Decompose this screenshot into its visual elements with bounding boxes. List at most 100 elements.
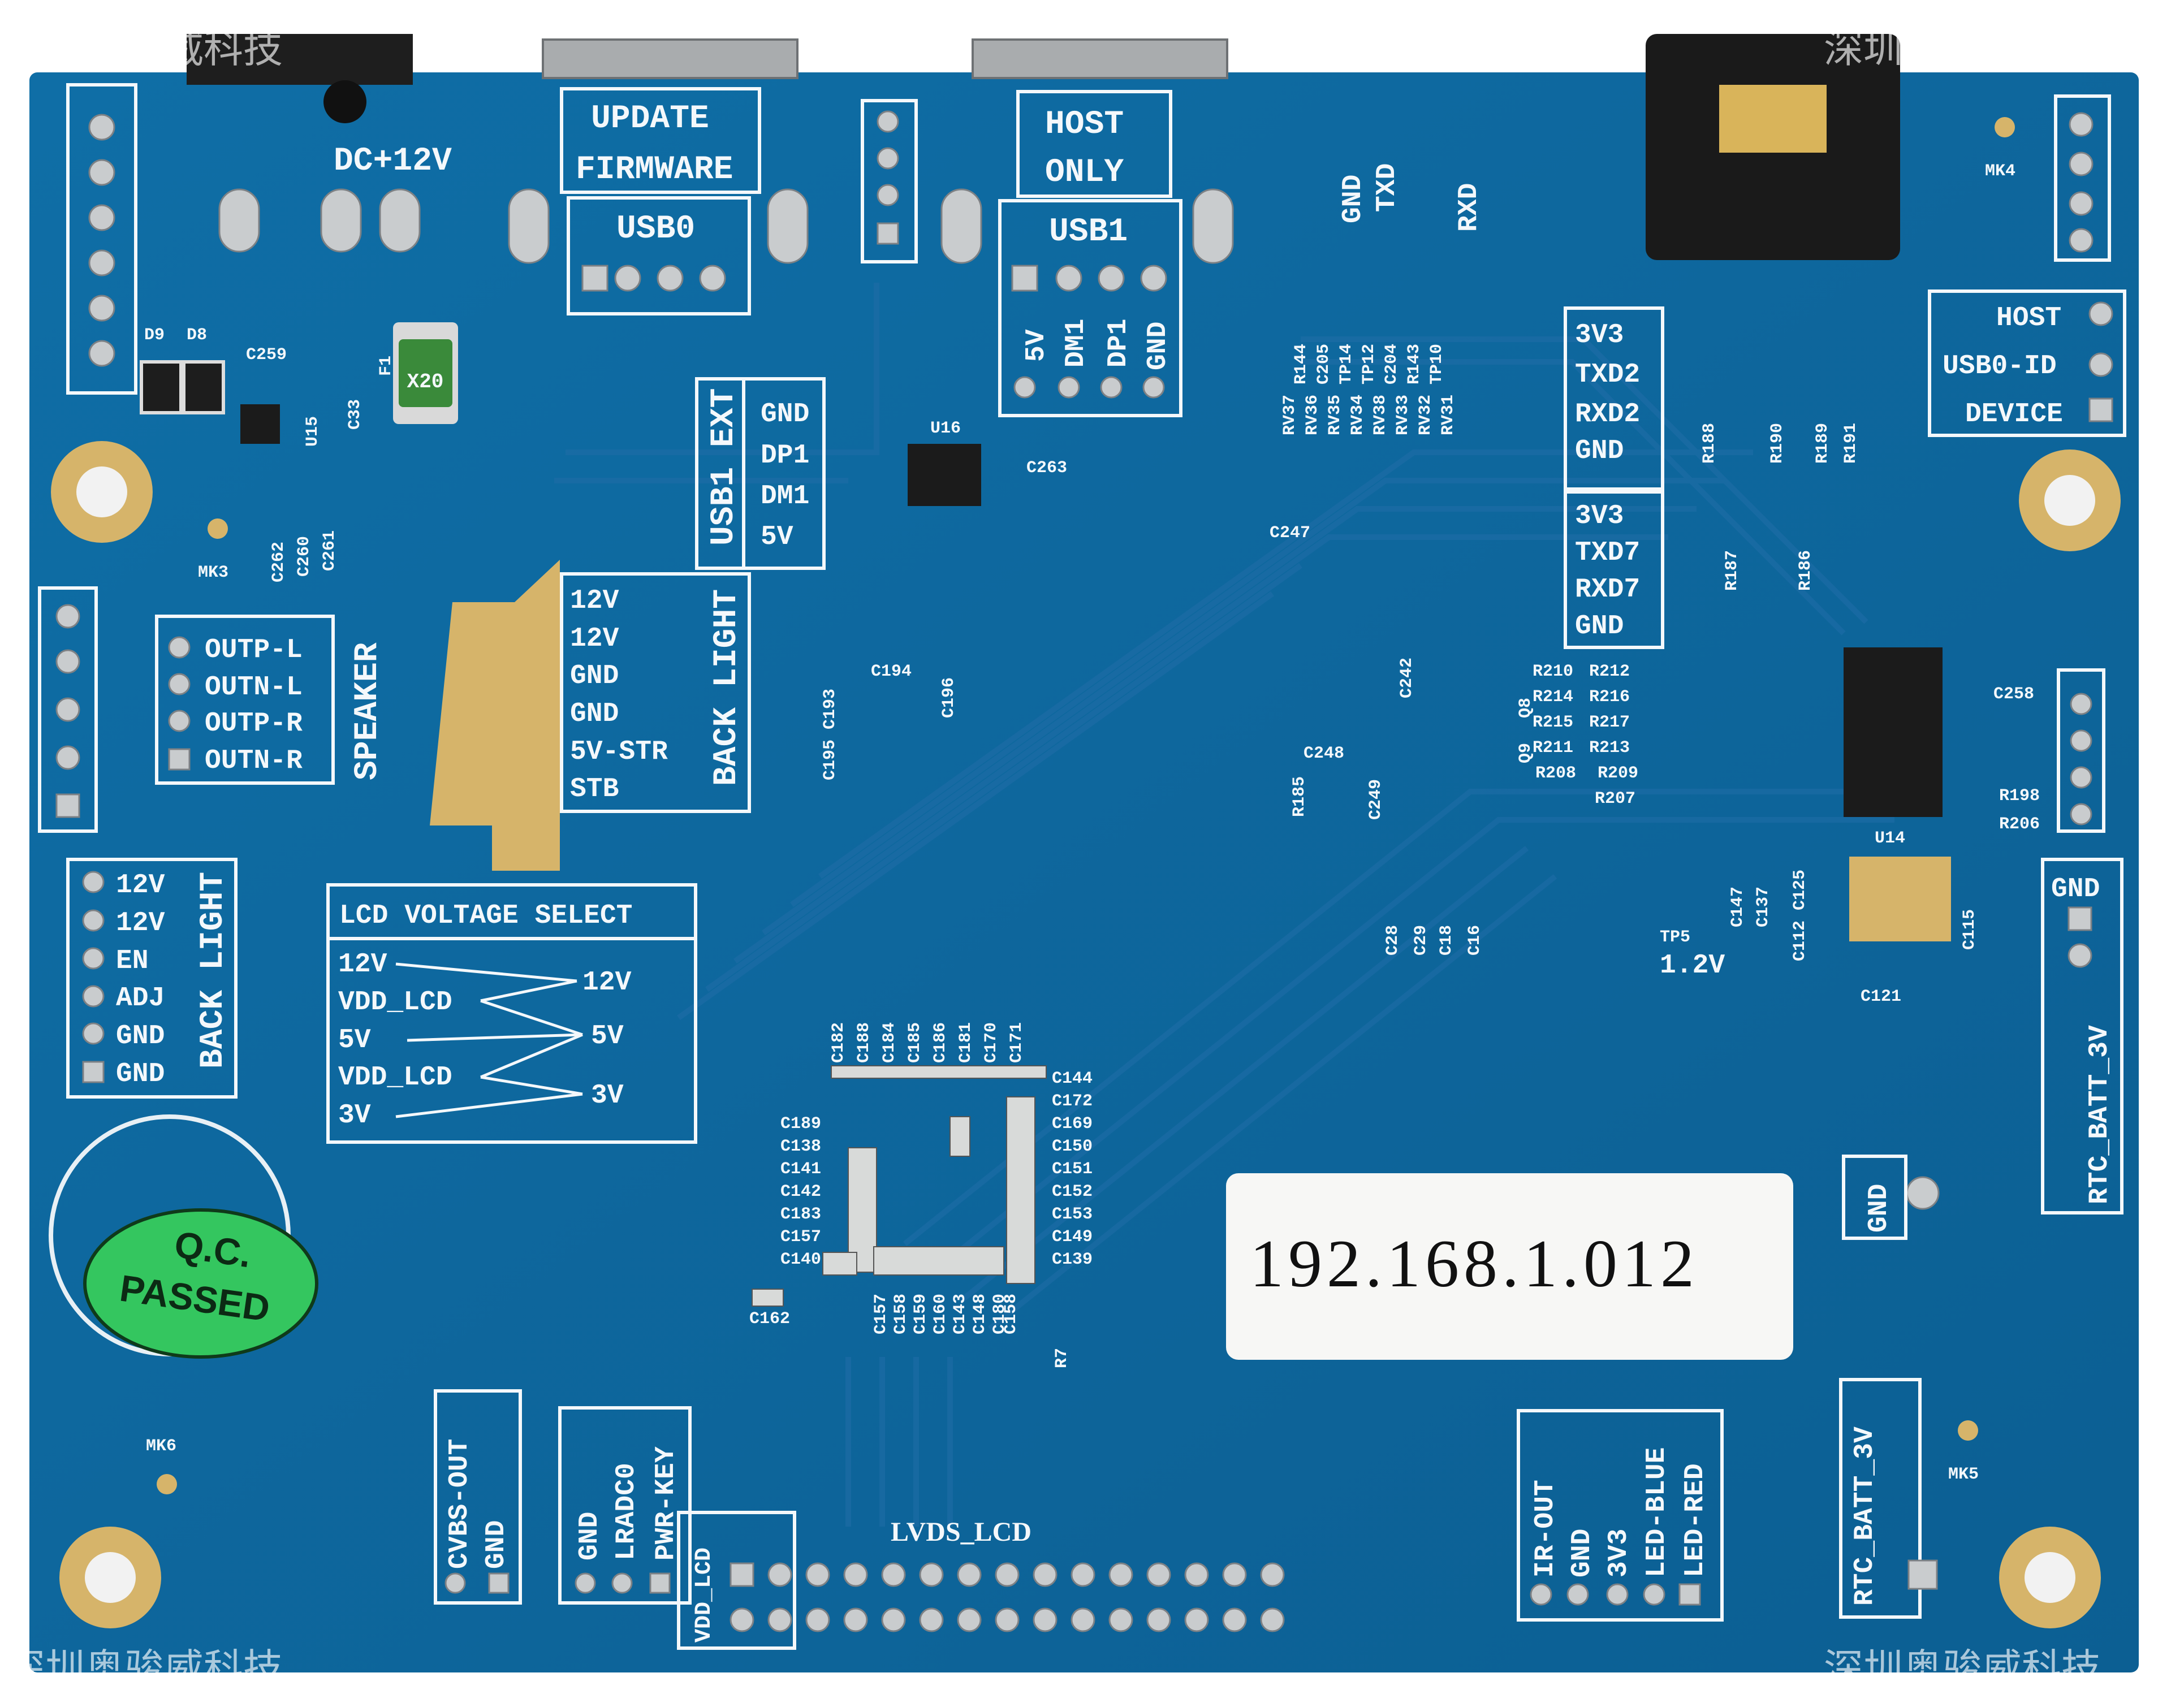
svg-text:VDD_LCD: VDD_LCD [338,1062,452,1093]
rtc-box [2041,858,2123,1214]
svg-text:C147: C147 [1728,887,1747,927]
svg-text:MK3: MK3 [198,563,228,582]
usb1-pin-labels: 5V DM1 DP1 GND [1021,319,1173,370]
svg-text:RTC_BATT_3V: RTC_BATT_3V [1850,1427,1880,1606]
lvds-pin [881,1562,906,1587]
uart7-box [1564,487,1664,649]
svg-text:C194: C194 [871,662,912,681]
lvds-pin [1071,1562,1095,1587]
designator-label: C189 [780,1114,821,1134]
designator-label: C141 [780,1160,821,1179]
marker-labels: MK3 MK4 MK5 MK6 [146,117,2015,1494]
designator-label: R217 [1589,713,1630,732]
svg-text:5V: 5V [591,1021,624,1052]
designator-label: C153 [1052,1205,1093,1224]
svg-text:C247: C247 [1270,524,1310,543]
fuse-f1-body [399,339,452,407]
svg-text:5V-STR: 5V-STR [570,737,668,767]
svg-text:R188: R188 [1700,423,1719,464]
svg-text:GND: GND [570,661,619,691]
svg-text:OUTN-L: OUTN-L [205,672,303,703]
svg-text:RXD: RXD [1454,183,1484,232]
designator-label: C185 [905,1022,925,1063]
designator-label: C150 [1052,1137,1093,1156]
svg-text:C262: C262 [269,542,288,582]
svg-text:C196: C196 [939,677,959,718]
lvds-pin [730,1607,754,1632]
designator-label: C180 [990,1294,1009,1334]
backlight-mid-title: BACK LIGHT [709,589,745,786]
svg-text:C112: C112 [1790,920,1810,961]
svg-text:LVDS_LCD: LVDS_LCD [891,1517,1031,1547]
svg-text:3V3: 3V3 [1604,1529,1634,1577]
uart-top-labels: GND TXD RXD [1338,163,1484,232]
watermark-top-right: 深圳奥骏威科技 [1824,25,2101,72]
exposed-copper-area [430,560,560,871]
svg-text:C33: C33 [346,399,365,430]
ip-label-text: 192.168.1.012 [1250,1226,1699,1301]
rtc-bottom-box [1839,1378,1922,1619]
svg-text:12V: 12V [116,908,165,939]
svg-text:USB0-ID: USB0-ID [1943,351,2057,382]
svg-text:GND: GND [570,699,619,729]
designator-label: R212 [1589,662,1630,681]
svg-text:OUTP-L: OUTP-L [205,635,303,665]
usb1-ext-box-inner [742,377,826,570]
lvds-pin [957,1562,982,1587]
svg-text:GND: GND [1864,1184,1894,1233]
svg-text:CVBS-OUT: CVBS-OUT [444,1439,475,1569]
left-header-box2 [38,586,98,833]
designator-label: RV37 [1280,395,1300,435]
mid-header-box [861,99,918,263]
dc-input-label: DC+12V [334,143,452,180]
svg-text:12V: 12V [338,949,387,980]
svg-text:3V3: 3V3 [1575,320,1624,351]
designator-label: R210 [1533,662,1573,681]
right-header-box [2054,94,2111,262]
backlight-mid-pins: 12V 12V GND GND 5V-STR STB [570,586,668,805]
designator-label: C171 [1007,1022,1026,1063]
component-designators: D9 D8 C259 F1 U15 C33 C262 C260 C261 U16… [144,326,2040,1368]
svg-text:GND: GND [1143,322,1173,370]
designator-label: C157 [871,1294,891,1334]
lvds-pin [957,1607,982,1632]
lvds-pin [730,1562,754,1587]
svg-text:C193: C193 [821,689,840,729]
usb1-label-box [998,199,1182,417]
designator-label: R208 [1535,764,1576,783]
designator-label: R215 [1533,713,1573,732]
left-header-box [66,83,137,395]
fuse-f1-label: X20 [407,370,444,394]
qc-passed-sticker [83,1208,318,1359]
designator-label: C140 [780,1250,821,1269]
svg-text:12V: 12V [116,870,165,901]
svg-text:LED-BLUE: LED-BLUE [1642,1447,1672,1577]
svg-text:C162: C162 [749,1309,790,1329]
lvds-pin [995,1562,1020,1587]
svg-text:MK5: MK5 [1948,1465,1979,1484]
svg-text:GND: GND [575,1512,605,1561]
tp5-label: TP5 [1660,928,1690,947]
designator-label: C158 [891,1294,910,1334]
designator-label: R213 [1589,738,1630,758]
backlight-mid-box [560,572,751,813]
designator-label: C142 [780,1182,821,1201]
designator-label: C169 [1052,1114,1093,1134]
svg-text:OUTP-R: OUTP-R [205,708,303,739]
svg-text:R186: R186 [1796,550,1815,591]
svg-text:C258: C258 [1993,685,2034,704]
lvds-pin [1146,1607,1171,1632]
svg-text:GND: GND [116,1059,165,1090]
svg-text:GND: GND [761,399,809,430]
svg-text:R189: R189 [1813,423,1832,464]
svg-text:Q8: Q8 [1516,698,1535,718]
svg-text:C158: C158 [1002,1294,1021,1334]
usb1-ext-pins: GND DP1 DM1 5V [761,399,809,552]
ic-u14 [1844,647,1943,817]
designator-label: C139 [1052,1250,1093,1269]
designator-label: RV31 [1439,395,1458,435]
designator-label: RV36 [1303,395,1322,435]
designator-label: TP14 [1337,344,1356,384]
